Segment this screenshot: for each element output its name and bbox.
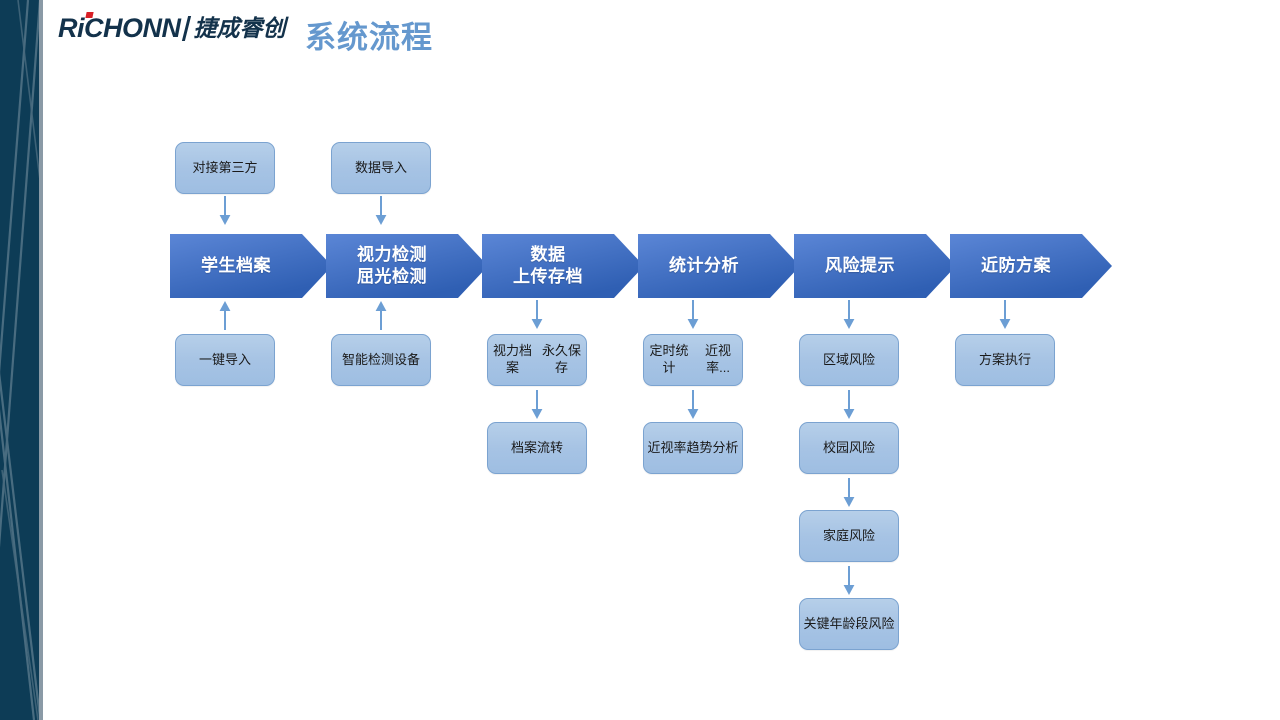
connector-below-risk-alert-1 [842,390,856,420]
node-label-line: 近视率... [705,343,732,375]
process-step-vision-refraction-test[interactable]: 视力检测屈光检测 [326,234,488,298]
node-label-line: 定时统计 [649,343,689,375]
process-step-label-line: 屈光检测 [357,267,427,286]
brand-logo: RiCHONN 捷成睿创 [58,12,286,43]
node-label-line: 对接第三方 [192,159,258,175]
output-node-statistical-analysis-1[interactable]: 近视率趋势分析 [643,422,743,474]
output-node-vision-refraction-test-0[interactable]: 智能检测设备 [331,334,431,386]
process-step-label: 风险提示 [794,234,926,298]
process-step-statistical-analysis[interactable]: 统计分析 [638,234,800,298]
process-step-label-line: 视力检测 [357,245,427,265]
slide-header: RiCHONN 捷成睿创 系统流程 [0,0,1280,64]
node-label-line: 趋势分析 [686,439,739,455]
process-step-myopia-prevention-plan[interactable]: 近防方案 [950,234,1112,298]
node-label-line: 一键导入 [198,351,251,367]
input-node-vision-refraction-test[interactable]: 数据导入 [331,142,431,194]
connector-below-student-archive-0 [218,300,232,330]
process-step-label-line: 上传存档 [513,267,583,286]
process-step-label-line: 数据 [530,245,566,265]
process-step-label-line: 风险提示 [825,256,895,276]
connector-below-data-upload-archive-0 [530,300,544,330]
process-step-label-line: 统计分析 [669,256,739,276]
output-node-statistical-analysis-0[interactable]: 定时统计近视率... [643,334,743,386]
node-label-line: 数据导入 [354,159,407,175]
node-label-line: 永久保存 [541,343,581,375]
connector-below-data-upload-archive-1 [530,390,544,420]
left-decorative-band [0,0,46,720]
node-label-line: 校园风险 [822,439,875,455]
connector-below-vision-refraction-test-0 [374,300,388,330]
output-node-risk-alert-2[interactable]: 家庭风险 [799,510,899,562]
connector-below-statistical-analysis-0 [686,300,700,330]
process-step-label-line: 近防方案 [981,256,1051,276]
output-node-risk-alert-1[interactable]: 校园风险 [799,422,899,474]
node-label-line: 关键年龄段 [803,615,869,631]
output-node-myopia-prevention-plan-0[interactable]: 方案执行 [955,334,1055,386]
node-label-line: 区域风险 [822,351,875,367]
process-step-label: 视力检测屈光检测 [326,234,458,298]
node-label-line: 视力档案 [492,343,532,375]
process-step-label: 统计分析 [638,234,770,298]
connector-above-vision-refraction-test [374,196,388,226]
node-label-line: 方案执行 [978,351,1031,367]
connector-below-risk-alert-2 [842,478,856,508]
page-title: 系统流程 [305,20,433,55]
node-label-line: 近视率 [647,439,687,455]
node-label-line: 设备 [394,351,421,367]
process-step-risk-alert[interactable]: 风险提示 [794,234,956,298]
process-step-student-archive[interactable]: 学生档案 [170,234,332,298]
node-label-line: 风险 [868,615,895,631]
process-step-label: 近防方案 [950,234,1082,298]
connector-below-statistical-analysis-1 [686,390,700,420]
node-label-line: 档案流转 [510,439,563,455]
input-node-student-archive[interactable]: 对接第三方 [175,142,275,194]
process-step-data-upload-archive[interactable]: 数据上传存档 [482,234,644,298]
process-step-label: 数据上传存档 [482,234,614,298]
logo-chinese-name: 捷成睿创 [193,14,286,41]
output-node-risk-alert-3[interactable]: 关键年龄段风险 [799,598,899,650]
output-node-risk-alert-0[interactable]: 区域风险 [799,334,899,386]
process-step-label-line: 学生档案 [201,256,271,276]
connector-below-risk-alert-3 [842,566,856,596]
connector-below-risk-alert-0 [842,300,856,330]
output-node-data-upload-archive-0[interactable]: 视力档案永久保存 [487,334,587,386]
output-node-student-archive-0[interactable]: 一键导入 [175,334,275,386]
node-label-line: 家庭风险 [822,527,875,543]
process-step-label: 学生档案 [170,234,302,298]
logo-wordmark: RiCHONN [58,12,181,43]
node-label-line: 智能检测 [341,351,394,367]
connector-above-student-archive [218,196,232,226]
output-node-data-upload-archive-1[interactable]: 档案流转 [487,422,587,474]
connector-below-myopia-prevention-plan-0 [998,300,1012,330]
